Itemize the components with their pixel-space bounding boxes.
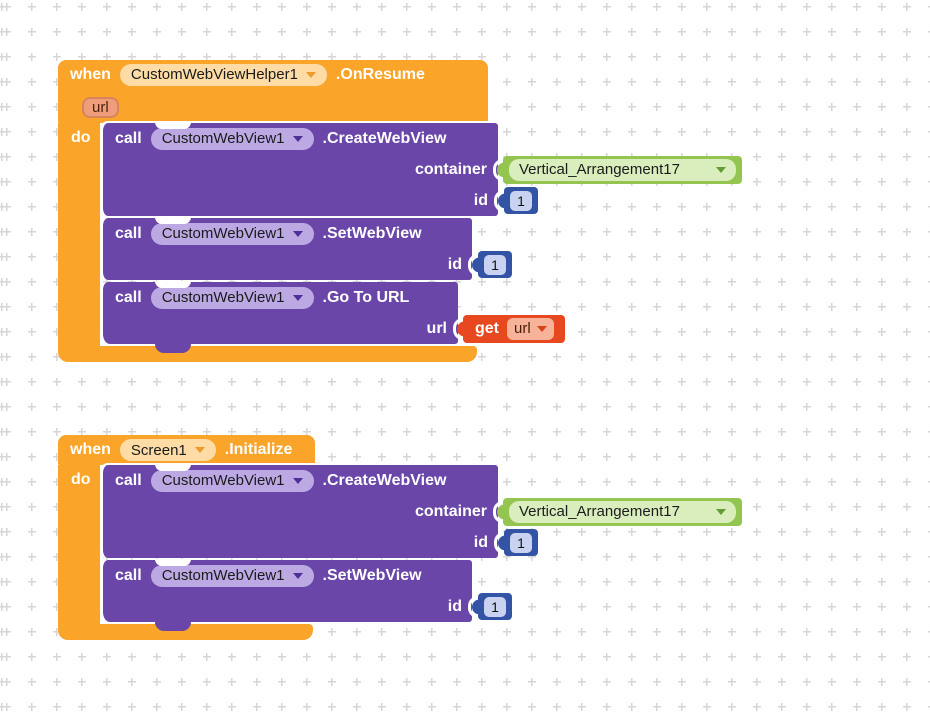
method-component-dropdown[interactable]: CustomWebView1: [150, 127, 314, 150]
dropdown-arrow-icon: [292, 572, 303, 579]
method-component-dropdown[interactable]: CustomWebView1: [150, 222, 314, 245]
component-dropdown[interactable]: Vertical_Arrangement17: [509, 500, 736, 523]
event-name-label: .OnResume: [335, 65, 425, 83]
event-param-chip[interactable]: url: [82, 97, 119, 118]
dropdown-arrow-icon: [716, 166, 726, 173]
do-label: do: [71, 129, 91, 146]
dropdown-arrow-icon: [292, 135, 303, 142]
arg-label-id: id: [473, 533, 488, 551]
variable-dropdown[interactable]: url: [507, 317, 554, 340]
component-name: Vertical_Arrangement17: [519, 503, 680, 520]
event-block-header: when CustomWebViewHelper1 .OnResume url: [58, 60, 488, 123]
connector-tab: [155, 344, 191, 353]
when-label: when: [70, 441, 111, 458]
method-name-label: .CreateWebView: [322, 129, 447, 147]
method-component-name: CustomWebView1: [161, 567, 285, 584]
dropdown-arrow-icon: [716, 508, 726, 515]
number-block[interactable]: 1: [504, 529, 538, 556]
when-label: when: [70, 65, 111, 83]
component-dropdown[interactable]: Vertical_Arrangement17: [509, 158, 736, 181]
method-name-label: .Go To URL: [322, 288, 410, 306]
call-block-createwebview[interactable]: call CustomWebView1 .CreateWebView conta…: [100, 122, 742, 216]
arg-label-id: id: [473, 191, 488, 209]
call-label: call: [115, 471, 142, 489]
number-block[interactable]: 1: [478, 251, 512, 278]
method-component-name: CustomWebView1: [161, 472, 285, 489]
call-label: call: [115, 129, 142, 147]
event-component-name: CustomWebViewHelper1: [130, 66, 298, 83]
component-name: Vertical_Arrangement17: [519, 161, 680, 178]
event-component-dropdown[interactable]: CustomWebViewHelper1: [119, 63, 327, 86]
method-component-name: CustomWebView1: [161, 225, 285, 242]
dropdown-arrow-icon: [305, 71, 316, 78]
dropdown-arrow-icon: [536, 325, 547, 332]
component-selector-block[interactable]: Vertical_Arrangement17: [503, 497, 742, 526]
event-block-footer: [58, 346, 477, 362]
event-block-spine: do: [58, 123, 100, 349]
method-name-label: .SetWebView: [322, 224, 422, 242]
connector-notch: [155, 464, 191, 471]
connector-notch: [155, 122, 191, 129]
number-input-field[interactable]: 1: [484, 254, 506, 275]
connector-notch: [155, 281, 191, 288]
call-block-setwebview[interactable]: call CustomWebView1 .SetWebView id 1: [100, 217, 512, 280]
number-input-field[interactable]: 1: [510, 532, 532, 553]
event-block-initialize[interactable]: when Screen1 .Initialize do call CustomW…: [58, 435, 768, 645]
method-name-label: .CreateWebView: [322, 471, 447, 489]
variable-name: url: [514, 320, 531, 337]
method-component-dropdown[interactable]: CustomWebView1: [150, 286, 314, 309]
event-component-dropdown[interactable]: Screen1: [119, 439, 216, 461]
event-block-spine: do: [58, 465, 100, 626]
method-component-dropdown[interactable]: CustomWebView1: [150, 564, 314, 587]
event-component-name: Screen1: [130, 441, 187, 459]
call-label: call: [115, 566, 142, 584]
number-input-field[interactable]: 1: [510, 190, 532, 211]
arg-label-container: container: [414, 502, 487, 520]
arg-label-container: container: [414, 160, 487, 178]
arg-label-url: url: [426, 319, 447, 337]
call-label: call: [115, 288, 142, 306]
dropdown-arrow-icon: [194, 447, 205, 453]
component-selector-block[interactable]: Vertical_Arrangement17: [503, 155, 742, 184]
event-block-onresume[interactable]: when CustomWebViewHelper1 .OnResume url …: [58, 60, 768, 370]
method-name-label: .SetWebView: [322, 566, 422, 584]
call-block-gotourl[interactable]: call CustomWebView1 .Go To URL url get u…: [100, 281, 565, 353]
call-block-createwebview[interactable]: call CustomWebView1 .CreateWebView conta…: [100, 464, 742, 558]
call-label: call: [115, 224, 142, 242]
method-component-dropdown[interactable]: CustomWebView1: [150, 469, 314, 492]
do-label: do: [71, 471, 91, 488]
number-input-field[interactable]: 1: [484, 596, 506, 617]
number-block[interactable]: 1: [504, 187, 538, 214]
arg-label-id: id: [447, 597, 462, 615]
dropdown-arrow-icon: [292, 477, 303, 484]
connector-notch: [155, 217, 191, 224]
get-variable-block[interactable]: get url: [463, 314, 565, 343]
method-component-name: CustomWebView1: [161, 130, 285, 147]
method-component-name: CustomWebView1: [161, 289, 285, 306]
number-block[interactable]: 1: [478, 593, 512, 620]
arg-label-id: id: [447, 255, 462, 273]
get-label: get: [475, 319, 499, 337]
event-block-header: when Screen1 .Initialize: [58, 435, 315, 465]
call-block-setwebview[interactable]: call CustomWebView1 .SetWebView id 1: [100, 559, 512, 631]
connector-tab: [155, 622, 191, 631]
event-name-label: .Initialize: [224, 441, 293, 458]
dropdown-arrow-icon: [292, 294, 303, 301]
dropdown-arrow-icon: [292, 230, 303, 237]
connector-notch: [155, 559, 191, 566]
